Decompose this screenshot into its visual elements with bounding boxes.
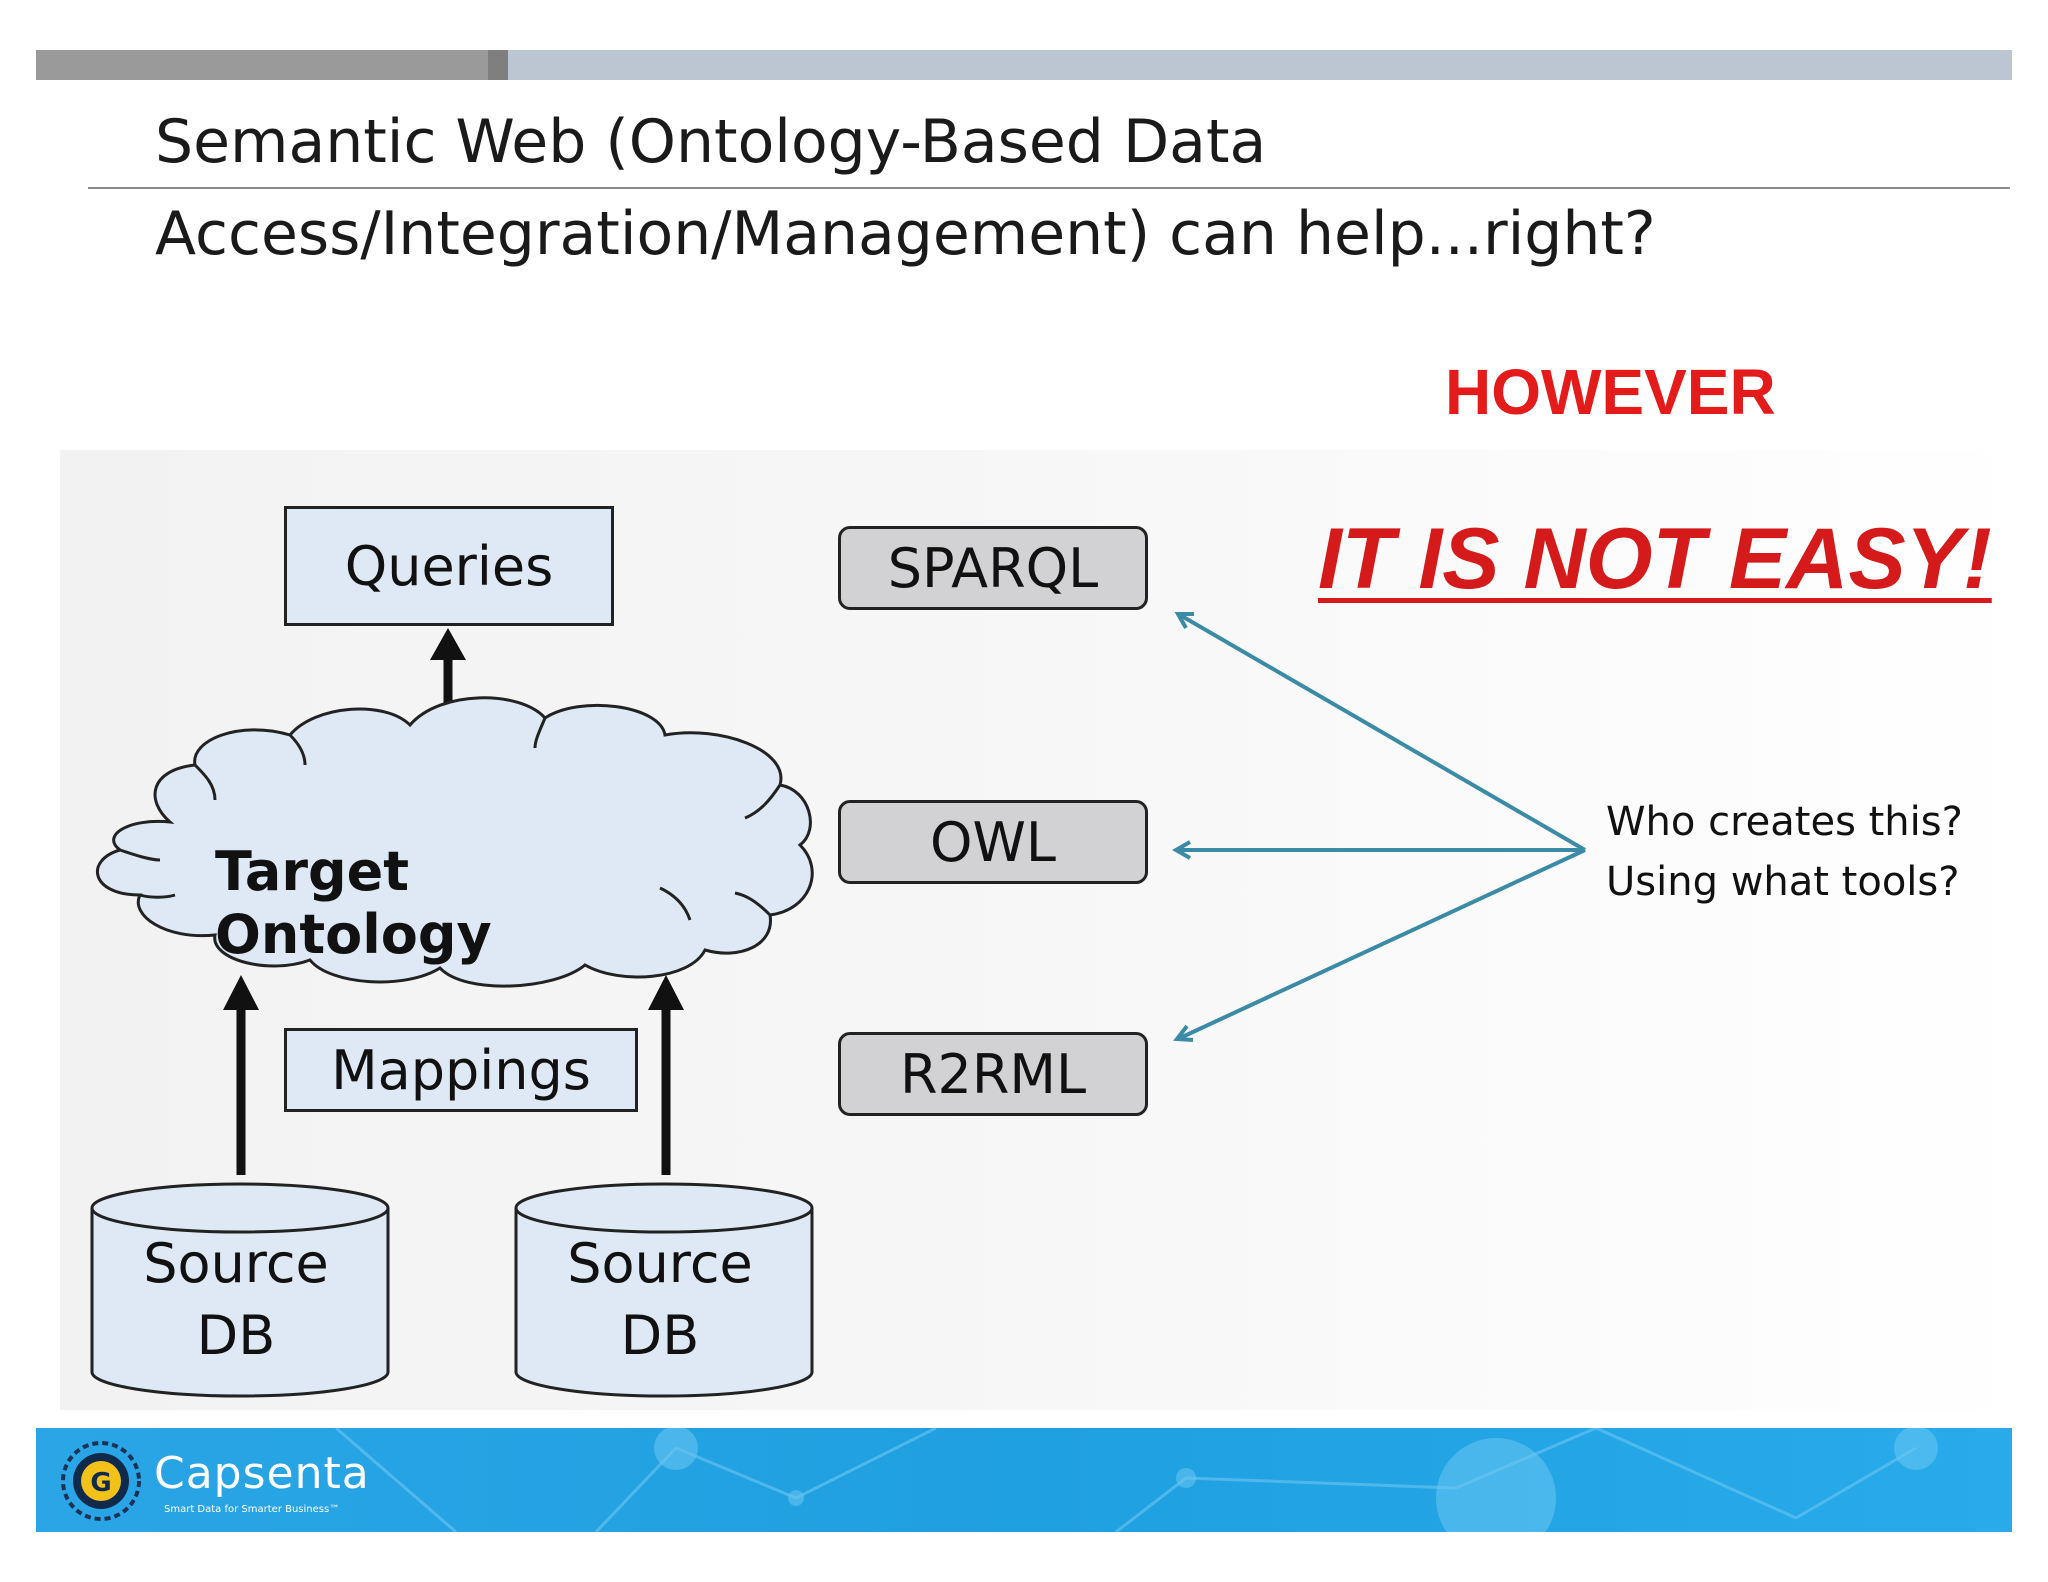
source-db-1-label: Source DB [86,1228,386,1372]
arrow-to-owl-head [1171,840,1191,860]
sparql-box: SPARQL [838,526,1148,610]
source-db-1-cylinder [90,1182,390,1398]
mappings-box: Mappings [284,1028,638,1112]
owl-box: OWL [838,800,1148,884]
arrow-to-sparql [1178,613,1587,852]
slide-title-line-2: Access/Integration/Management) can help.… [155,199,1656,269]
slide-title: Semantic Web (Ontology-Based Data Access… [155,96,1955,280]
footer-network-pattern [335,1428,1938,1532]
title-bar-dark-segment [36,50,488,80]
arrow-to-r2rml-head [1173,1024,1194,1042]
however-heading: HOWEVER [1445,356,1776,428]
question-text: Who creates this? Using what tools? [1606,792,1963,912]
db2-to-ontology-arrow [648,975,684,1175]
title-bar-light-segment [508,50,2012,80]
footer-banner: G Capsenta Smart Data for Smarter Busine… [36,1428,2012,1532]
source-db-2-line-2: DB [620,1304,700,1367]
teal-arrows [1171,612,1587,1042]
arrow-to-sparql-head [1174,612,1194,629]
slide-title-line-1: Semantic Web (Ontology-Based Data [155,107,1267,177]
source-db-2-line-1: Source [567,1232,753,1295]
target-ontology-label: Target Ontology [215,840,492,966]
question-line-1: Who creates this? [1606,799,1963,845]
source-db-2-cylinder [514,1182,814,1398]
target-ontology-cloud [95,696,814,988]
queries-box: Queries [284,506,614,626]
source-db-2-label: Source DB [510,1228,810,1372]
source-db-1-line-1: Source [143,1232,329,1295]
brand-name: Capsenta [154,1448,370,1499]
title-bar-marker [488,50,508,80]
capsenta-logo-icon: G [61,1441,141,1521]
question-line-2: Using what tools? [1606,859,1960,905]
title-divider [88,187,2010,189]
brand-tagline: Smart Data for Smarter Business™ [164,1504,340,1515]
db1-to-ontology-arrow [223,975,259,1175]
arrow-to-r2rml [1179,848,1586,1040]
r2rml-box: R2RML [838,1032,1148,1116]
not-easy-callout: IT IS NOT EASY! [1318,511,1992,607]
svg-text:G: G [90,1468,111,1498]
source-db-1-line-2: DB [196,1304,276,1367]
cloud-details [119,717,782,921]
